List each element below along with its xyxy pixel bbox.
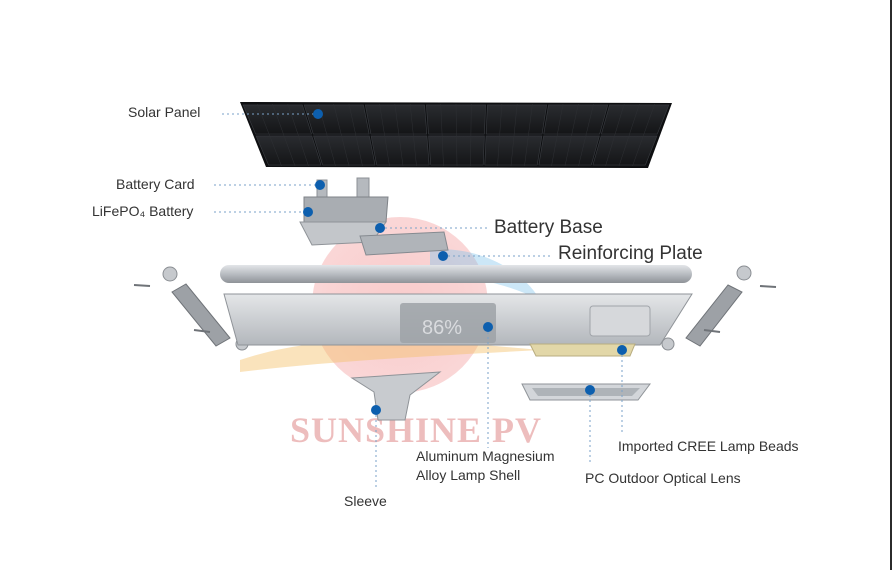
battery-assembly bbox=[299, 177, 449, 256]
label-sleeve: Sleeve bbox=[344, 493, 387, 509]
solar-cell-gridline bbox=[297, 134, 309, 167]
solar-cell-gridline bbox=[557, 103, 564, 136]
reinforcing-tube bbox=[220, 265, 692, 283]
solar-panel bbox=[240, 102, 672, 168]
solar-cell bbox=[538, 135, 600, 166]
solar-cell bbox=[303, 104, 370, 135]
solar-cell-gridline bbox=[413, 134, 417, 167]
solar-cell-gridline bbox=[398, 134, 404, 167]
led-bead-strip bbox=[529, 343, 636, 357]
solar-cell-gridline bbox=[283, 134, 296, 167]
solar-cell-gridline bbox=[333, 103, 342, 136]
solar-cell-gridline bbox=[628, 103, 640, 136]
solar-cell bbox=[370, 135, 430, 166]
solar-cell-gridline bbox=[269, 134, 282, 167]
solar-cell-gridline bbox=[571, 103, 579, 136]
solar-cell-gridline bbox=[394, 103, 400, 136]
callout-dots bbox=[303, 109, 627, 415]
right-end-cap bbox=[661, 265, 777, 351]
label-optical-lens: PC Outdoor Optical Lens bbox=[585, 470, 741, 486]
label-reinforcing-plate: Reinforcing Plate bbox=[558, 243, 703, 264]
solar-cell-gridline bbox=[510, 134, 515, 167]
label-lifepo4-battery: LiFePO₄ Battery bbox=[92, 203, 193, 219]
solar-cell bbox=[242, 104, 312, 135]
solar-cell-gridline bbox=[618, 134, 630, 167]
solar-cell-gridline bbox=[455, 103, 457, 136]
lamp-housing: 86% bbox=[223, 293, 693, 346]
solar-cell-gridline bbox=[348, 103, 356, 136]
label-cree-beads: Imported CREE Lamp Beads bbox=[618, 438, 799, 454]
label-battery-base: Battery Base bbox=[494, 217, 603, 238]
solar-cell bbox=[313, 135, 376, 166]
solar-cell-gridline bbox=[497, 134, 500, 167]
solar-cell-gridline bbox=[341, 134, 350, 167]
watermark-text: SUNSHINE PV bbox=[290, 410, 542, 450]
label-battery-card: Battery Card bbox=[116, 176, 195, 192]
solar-cell bbox=[255, 135, 322, 166]
solar-cell-gridline bbox=[578, 134, 587, 167]
solar-cell-gridline bbox=[384, 134, 390, 167]
leader-lines bbox=[214, 113, 623, 488]
solar-cell-gridline bbox=[528, 103, 533, 136]
solar-cell-gridline bbox=[585, 103, 594, 136]
solar-cell-gridline bbox=[551, 134, 558, 167]
solar-cell-gridline bbox=[355, 134, 363, 167]
solar-cell-gridline bbox=[440, 103, 443, 136]
solar-cell bbox=[543, 104, 609, 135]
solar-cell bbox=[592, 135, 658, 166]
solar-cell-gridline bbox=[456, 134, 458, 167]
labels: Solar Panel Battery Card LiFePO₄ Battery… bbox=[92, 104, 799, 509]
label-lamp-shell-line1: Aluminum Magnesium bbox=[416, 448, 555, 464]
solar-cell-gridline bbox=[287, 103, 299, 136]
solar-cell-gridline bbox=[272, 103, 285, 136]
solar-cell-gridline bbox=[318, 103, 328, 136]
solar-cell-gridline bbox=[441, 134, 444, 167]
solar-cell-gridline bbox=[326, 134, 336, 167]
sleeve-part bbox=[350, 371, 442, 421]
solar-cell bbox=[364, 104, 428, 135]
solar-cell-gridline bbox=[409, 103, 414, 136]
solar-cell-gridline bbox=[632, 134, 644, 167]
solar-cell-gridline bbox=[379, 103, 385, 136]
solar-cell-gridline bbox=[643, 103, 655, 136]
solar-cell-gridline bbox=[499, 103, 503, 136]
battery-display: 86% bbox=[422, 317, 462, 339]
solar-cell-gridline bbox=[257, 103, 270, 136]
solar-cell-gridline bbox=[524, 134, 529, 167]
label-lamp-shell-line2: Alloy Lamp Shell bbox=[416, 467, 520, 483]
solar-cell-gridline bbox=[564, 134, 572, 167]
solar-cell bbox=[601, 104, 670, 135]
solar-cell-gridline bbox=[614, 103, 625, 136]
solar-cell-gridline bbox=[513, 103, 518, 136]
solar-cells bbox=[242, 103, 670, 167]
solar-cell-gridline bbox=[605, 134, 616, 167]
label-solar-panel: Solar Panel bbox=[128, 104, 200, 120]
